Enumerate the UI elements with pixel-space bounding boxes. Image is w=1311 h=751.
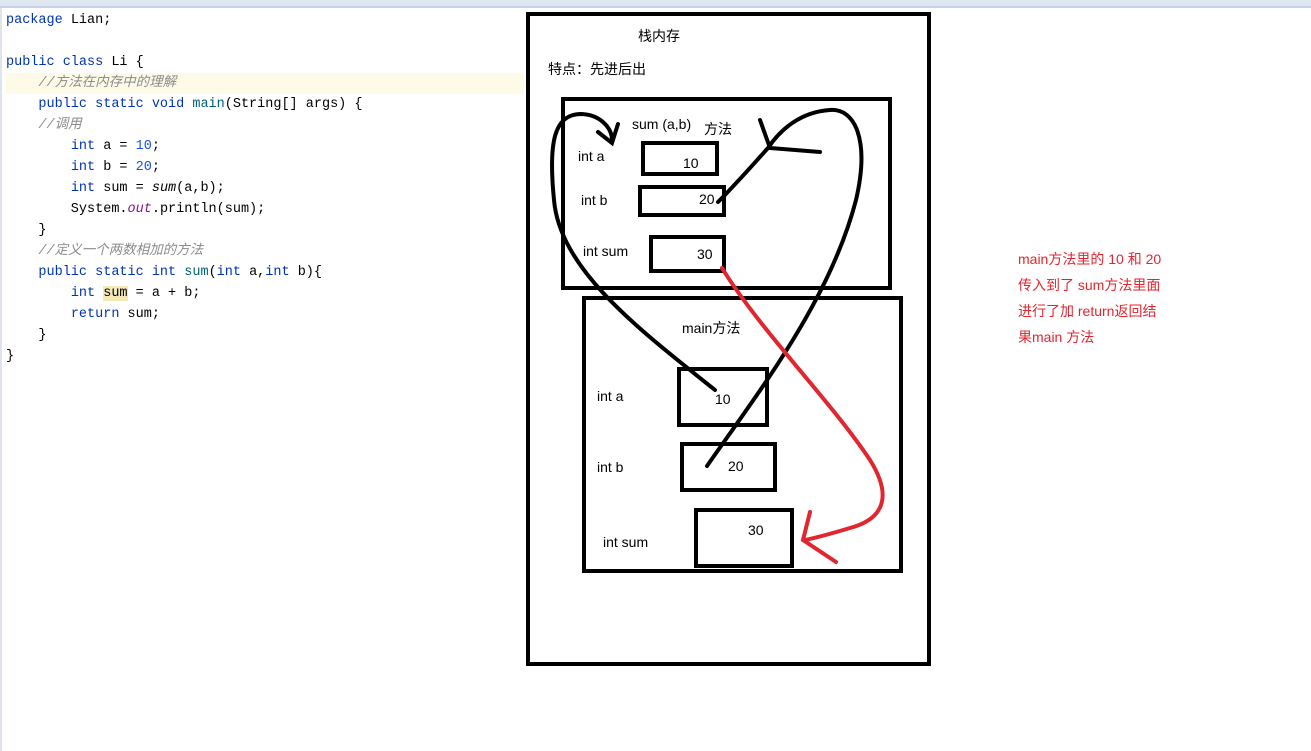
explanation-note: main方法里的 10 和 20传入到了 sum方法里面 进行了加 return…: [1018, 251, 1162, 345]
code-line-return: return sum;: [70, 307, 160, 322]
code-line-println: System.out.println(sum);: [6, 202, 266, 217]
main-frame-label-b: int b: [597, 459, 624, 475]
code-line-int-sum: int sum = sum(a,b);: [70, 181, 225, 196]
window-top-border: [0, 6, 1311, 8]
sum-frame-title: sum (a,b): [632, 116, 692, 132]
code-line-sum-decl: public static int sum(int a,int b){: [38, 265, 323, 280]
main-frame-value-sum: 30: [748, 522, 764, 538]
stack-title: 栈内存: [638, 28, 680, 44]
main-frame-label-a: int a: [597, 388, 624, 404]
code-line-main-close: }: [6, 223, 47, 238]
sum-frame-cell-a: 10: [641, 141, 719, 176]
sum-frame-label-sum: int sum: [583, 243, 629, 259]
window-top-bar: [0, 0, 1311, 6]
code-line-sum-body: int sum = a + b;: [70, 286, 201, 301]
code-line-class: public class Li {: [6, 55, 144, 70]
main-frame-value-b: 20: [728, 458, 744, 474]
sum-frame-label-a: int a: [578, 148, 605, 164]
code-line-main: public static void main(String[] args) {: [38, 97, 363, 112]
code-line-comment-define: //定义一个两数相加的方法: [38, 244, 204, 259]
main-frame-value-a: 10: [715, 391, 731, 407]
code-line-package: package Lian;: [6, 13, 112, 28]
code-line-comment-call: //调用: [38, 118, 82, 133]
stack-memory-box: [526, 12, 931, 666]
main-frame-label-sum: int sum: [603, 534, 649, 550]
sum-frame-suffix: 方法: [704, 121, 732, 137]
sum-frame-value-sum: 30: [697, 246, 713, 262]
main-frame-cell-a: 10: [677, 367, 769, 427]
code-line-sum-close: }: [6, 328, 47, 343]
sum-frame-value-b: 20: [699, 191, 715, 207]
code-line-int-b: int b = 20;: [70, 160, 160, 175]
main-frame-cell-sum: 30: [694, 508, 794, 568]
sum-frame-cell-b: 20: [638, 185, 726, 217]
sum-frame-cell-sum: 30: [649, 235, 726, 273]
code-line-int-a: int a = 10;: [70, 139, 160, 154]
main-frame-title: main方法: [682, 320, 741, 336]
sum-frame-label-b: int b: [581, 192, 608, 208]
stack-feature: 特点：先进后出: [548, 61, 646, 77]
main-frame-cell-b: 20: [680, 442, 777, 492]
sum-frame-value-a: 10: [683, 155, 699, 171]
code-line-comment-memory: //方法在内存中的理解: [6, 73, 524, 94]
code-line-class-close: }: [6, 349, 15, 364]
editor-gutter-edge: [0, 8, 2, 751]
